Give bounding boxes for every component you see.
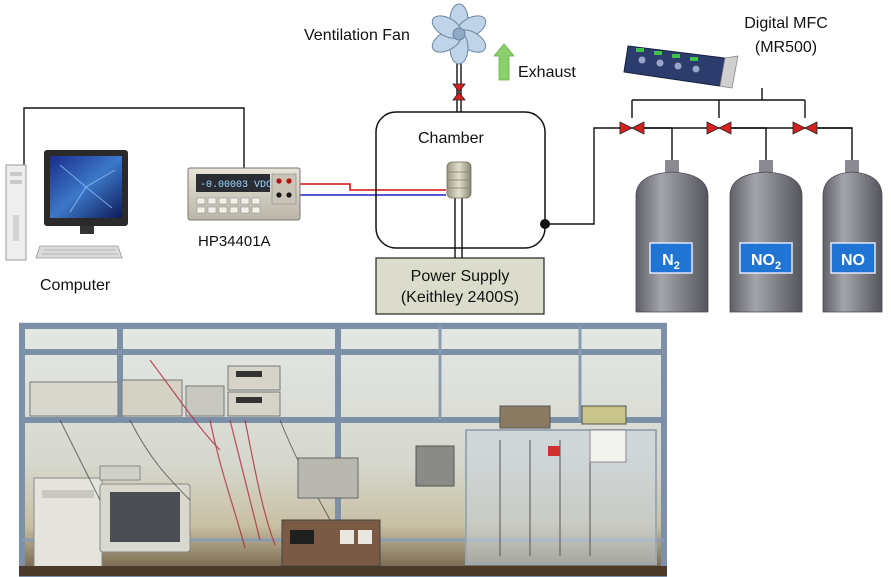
- gas-label-n2: [649, 242, 693, 274]
- svg-text:N2: N2: [662, 252, 680, 272]
- gas-sensor-icon: [446, 161, 472, 199]
- mfc-device-icon: [623, 45, 739, 89]
- gas-label-no2: [739, 242, 793, 274]
- exhaust-arrow-icon: [493, 43, 515, 81]
- gas-valve-icon: [792, 121, 818, 135]
- lab-photo: [19, 322, 667, 577]
- gas-valve-icon: [706, 121, 732, 135]
- fan-icon: [431, 3, 487, 65]
- ventilation-fan-label: Ventilation Fan: [304, 27, 410, 44]
- multimeter-label: HP34401A: [198, 233, 271, 250]
- computer-icon: [5, 150, 128, 261]
- chamber-label: Chamber: [418, 130, 484, 147]
- chamber-box: [375, 111, 546, 249]
- power-supply-model: (Keithley 2400S): [401, 289, 519, 306]
- gas-label-no: [830, 242, 876, 274]
- gas-cylinder-n2: N2: [635, 160, 709, 313]
- gas-cylinder-no: NO: [822, 160, 883, 313]
- chamber-outlet-port: [540, 219, 550, 229]
- power-supply-label: Power Supply: [411, 268, 510, 285]
- multimeter-display: -0.00003 VDC: [200, 180, 272, 191]
- exhaust-label: Exhaust: [518, 64, 576, 81]
- mfc-label: Digital MFC: [744, 15, 828, 32]
- power-supply-box: [375, 257, 545, 315]
- piping-lines: [23, 62, 853, 258]
- computer-label: Computer: [40, 277, 111, 294]
- signal-wires: [296, 183, 446, 196]
- exhaust-valve-icon: [452, 83, 466, 101]
- svg-text:NO: NO: [841, 252, 865, 269]
- multimeter-icon: -0.00003 VDC: [187, 167, 301, 221]
- svg-text:NO2: NO2: [751, 252, 781, 272]
- gas-valve-icon: [619, 121, 645, 135]
- gas-cylinder-no2: NO2: [729, 160, 803, 313]
- mfc-model-label: (MR500): [755, 39, 817, 56]
